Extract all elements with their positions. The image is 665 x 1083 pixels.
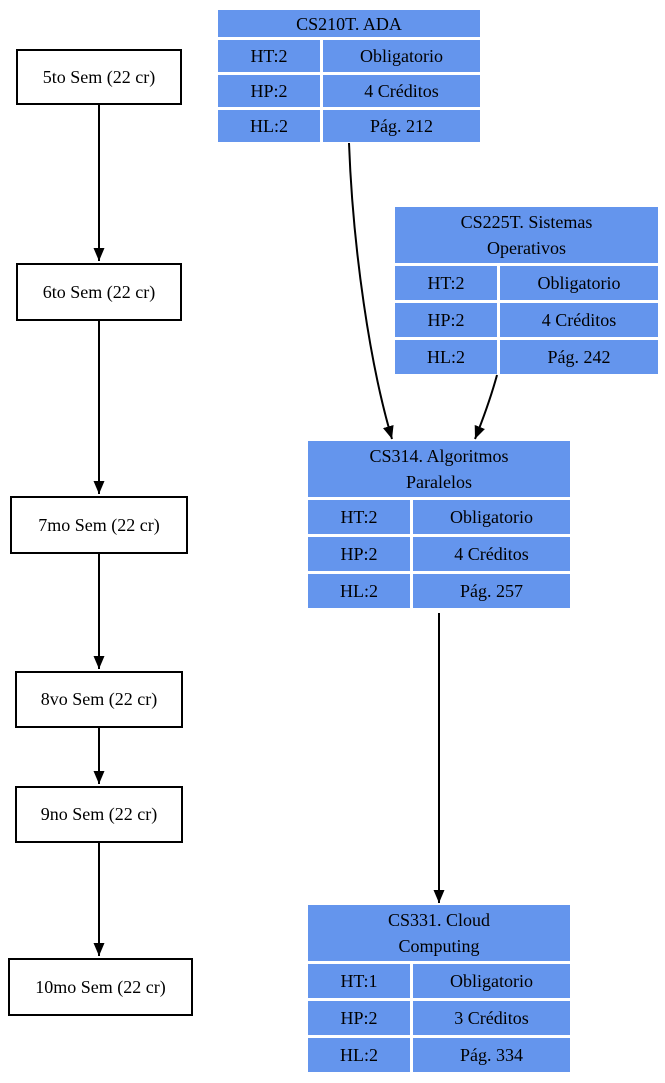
course-hours-practice: HP:2: [218, 75, 320, 107]
course-row-hp: HP:2 4 Créditos: [395, 303, 658, 337]
course-hours-theory: HT:2: [218, 40, 320, 72]
course-credits: 4 Créditos: [323, 75, 480, 107]
course-title-line: CS225T. Sistemas: [460, 212, 593, 232]
course-type: Obligatorio: [500, 266, 658, 300]
course-hours-lab: HL:2: [308, 574, 410, 608]
course-title-line: CS314. Algoritmos: [369, 446, 509, 466]
course-title-line: Operativos: [487, 238, 566, 258]
course-row-hl: HL:2 Pág. 257: [308, 574, 570, 608]
course-title-line: Paralelos: [406, 472, 472, 492]
course-hours-theory: HT:2: [395, 266, 497, 300]
course-row-hl: HL:2 Pág. 334: [308, 1038, 570, 1072]
semester-node-6to: 6to Sem (22 cr): [16, 263, 182, 321]
semester-node-5to: 5to Sem (22 cr): [16, 49, 182, 105]
course-credits: 3 Créditos: [413, 1001, 570, 1035]
course-row-hp: HP:2 3 Créditos: [308, 1001, 570, 1035]
course-node-cs225t: CS225T. Sistemas Operativos HT:2 Obligat…: [395, 207, 658, 374]
course-node-cs314: CS314. Algoritmos Paralelos HT:2 Obligat…: [308, 441, 570, 608]
semester-node-8vo: 8vo Sem (22 cr): [15, 671, 183, 728]
course-page: Pág. 212: [323, 110, 480, 142]
course-page: Pág. 242: [500, 340, 658, 374]
semester-node-7mo: 7mo Sem (22 cr): [10, 496, 188, 554]
course-row-hp: HP:2 4 Créditos: [218, 75, 480, 107]
course-node-cs331: CS331. Cloud Computing HT:1 Obligatorio …: [308, 905, 570, 1072]
semester-label: 8vo Sem (22 cr): [40, 689, 158, 709]
course-title-line: CS210T. ADA: [296, 13, 402, 34]
course-credits: 4 Créditos: [500, 303, 658, 337]
course-hours-lab: HL:2: [395, 340, 497, 374]
course-type: Obligatorio: [413, 500, 570, 534]
course-page: Pág. 334: [413, 1038, 570, 1072]
course-row-ht: HT:2 Obligatorio: [308, 500, 570, 534]
course-title-line: CS331. Cloud: [387, 910, 491, 930]
course-title: CS210T. ADA: [218, 10, 480, 37]
course-hours-practice: HP:2: [308, 537, 410, 571]
course-row-ht: HT:2 Obligatorio: [218, 40, 480, 72]
course-type: Obligatorio: [413, 964, 570, 998]
semester-label: 5to Sem (22 cr): [42, 66, 156, 87]
course-hours-theory: HT:1: [308, 964, 410, 998]
course-hours-practice: HP:2: [308, 1001, 410, 1035]
course-type: Obligatorio: [323, 40, 480, 72]
semester-node-10mo: 10mo Sem (22 cr): [8, 958, 193, 1016]
course-title: CS314. Algoritmos Paralelos: [308, 441, 570, 497]
semester-label: 9no Sem (22 cr): [40, 804, 158, 824]
course-hours-theory: HT:2: [308, 500, 410, 534]
semester-label: 6to Sem (22 cr): [42, 281, 156, 302]
edge-cs210t-cs314: [348, 142, 394, 440]
course-hours-lab: HL:2: [308, 1038, 410, 1072]
course-hours-practice: HP:2: [395, 303, 497, 337]
course-row-hl: HL:2 Pág. 242: [395, 340, 658, 374]
course-title-line: Computing: [398, 936, 480, 956]
course-hours-lab: HL:2: [218, 110, 320, 142]
course-row-hp: HP:2 4 Créditos: [308, 537, 570, 571]
course-node-cs210t: CS210T. ADA HT:2 Obligatorio HP:2 4 Créd…: [218, 10, 480, 142]
semester-label: 7mo Sem (22 cr): [38, 514, 160, 535]
course-credits: 4 Créditos: [413, 537, 570, 571]
course-title: CS331. Cloud Computing: [308, 905, 570, 961]
edge-cs225t-cs314: [474, 374, 498, 440]
semester-node-9no: 9no Sem (22 cr): [15, 786, 183, 843]
course-title: CS225T. Sistemas Operativos: [395, 207, 658, 263]
course-page: Pág. 257: [413, 574, 570, 608]
course-row-ht: HT:1 Obligatorio: [308, 964, 570, 998]
semester-label: 10mo Sem (22 cr): [35, 976, 166, 997]
course-row-hl: HL:2 Pág. 212: [218, 110, 480, 142]
course-row-ht: HT:2 Obligatorio: [395, 266, 658, 300]
